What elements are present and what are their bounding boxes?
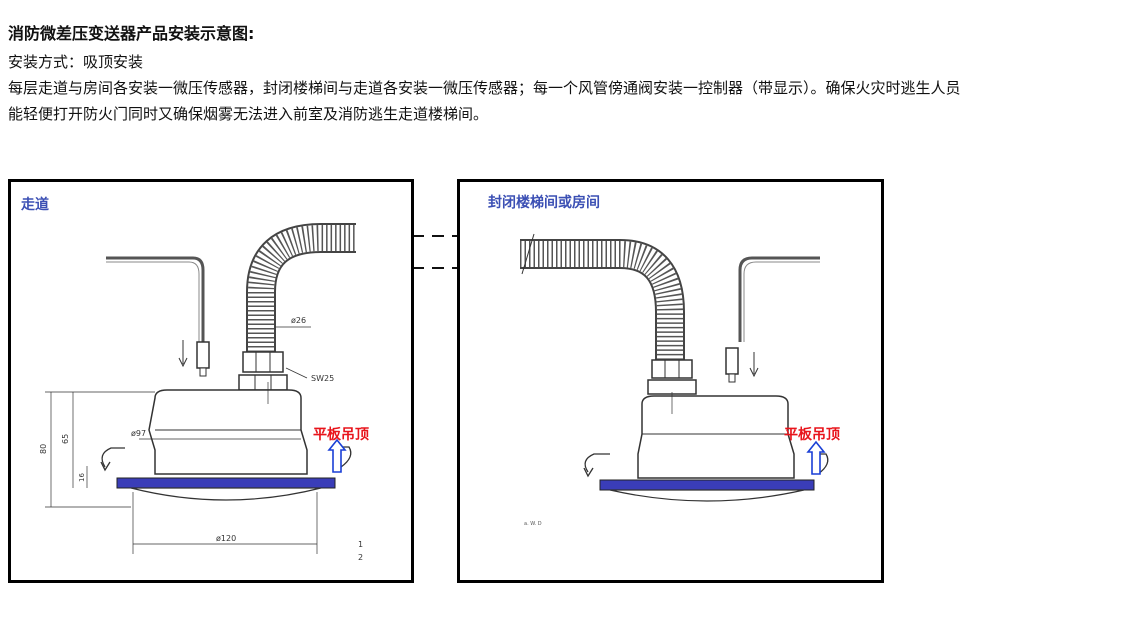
- note-2: 2: [358, 553, 363, 562]
- dim-h65: 65: [61, 434, 70, 444]
- dim-d26: ø26: [291, 316, 306, 325]
- corridor-panel: 走道 ø26 SW25 ø97: [8, 179, 414, 583]
- ceiling-plate: [116, 477, 336, 489]
- corrugated-hose: [520, 239, 685, 360]
- stairwell-panel: 封闭楼梯间或房间 a. W. D 平板吊顶: [457, 179, 884, 583]
- corridor-sensor-drawing: ø26 SW25 ø97 80 65 16 ø120 1 2: [39, 223, 363, 562]
- corridor-label: 走道: [21, 197, 49, 213]
- description-line-2: 能轻便打开防火门同时又确保烟雾无法进入前室及消防逃生走道楼梯间。: [8, 105, 489, 123]
- dim-sw25: SW25: [311, 374, 334, 383]
- stairwell-sensor-drawing: a. W. D: [520, 233, 829, 527]
- dim-h80: 80: [39, 444, 48, 454]
- description-line-1: 每层走道与房间各安装一微压传感器，封闭楼梯间与走道各安装一微压传感器；每一个风管…: [8, 79, 961, 97]
- ceiling-label-right: 平板吊顶: [784, 427, 840, 443]
- stairwell-label: 封闭楼梯间或房间: [488, 195, 600, 211]
- note-1: 1: [358, 540, 363, 549]
- up-arrow-icon: [327, 438, 347, 473]
- drawing-mark: a. W. D: [524, 521, 542, 527]
- up-arrow-icon: [806, 440, 826, 475]
- ceiling-plate: [599, 479, 815, 491]
- ceiling-label-left: 平板吊顶: [313, 427, 369, 443]
- dim-d120: ø120: [216, 534, 236, 543]
- dim-d97: ø97: [131, 429, 146, 438]
- dim-h16: 16: [78, 473, 86, 482]
- page-title: 消防微差压变送器产品安装示意图:: [8, 24, 255, 43]
- install-method-text: 安装方式：吸顶安装: [8, 53, 144, 71]
- corrugated-hose: [246, 223, 356, 352]
